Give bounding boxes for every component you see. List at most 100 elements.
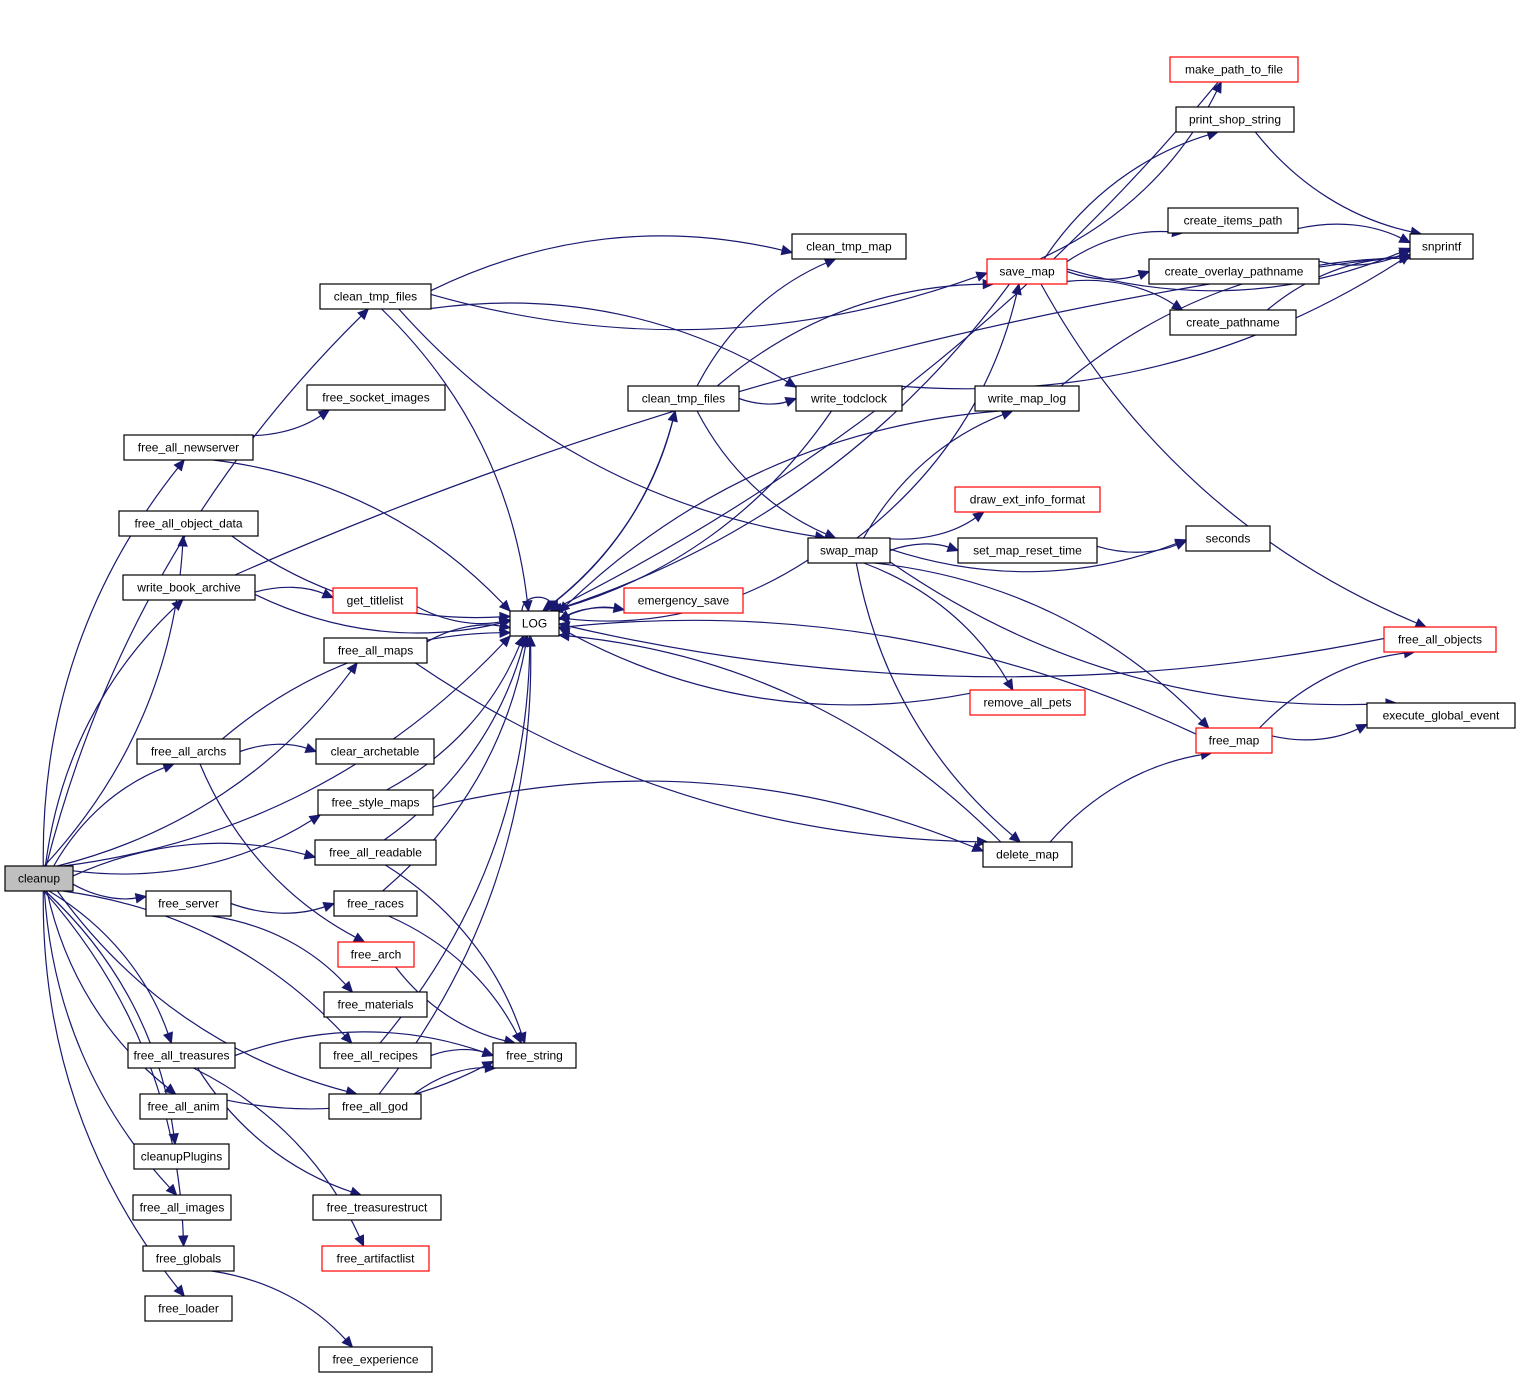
node-free-all-treasures[interactable]: free_all_treasures [127,1042,236,1069]
node-box[interactable] [795,385,903,412]
node-free-all-anim[interactable]: free_all_anim [139,1093,228,1120]
node-free-all-readable[interactable]: free_all_readable [314,839,437,866]
node-free-treasurestruct[interactable]: free_treasurestruct [312,1194,442,1221]
node-box[interactable] [332,587,418,614]
node-free-arch[interactable]: free_arch [337,941,415,968]
node-free-socket-images[interactable]: free_socket_images [306,384,446,411]
node-box[interactable] [1383,626,1497,653]
node-box[interactable] [318,1346,433,1373]
node-free-all-archs[interactable]: free_all_archs [136,738,241,765]
node-draw-ext-info-format[interactable]: draw_ext_info_format [954,486,1101,513]
node-box[interactable] [144,1295,233,1322]
node-box[interactable] [1409,233,1474,260]
node-execute-global-event[interactable]: execute_global_event [1366,702,1516,729]
node-box[interactable] [306,384,446,411]
node-box[interactable] [807,537,891,564]
node-box[interactable] [954,486,1101,513]
node-box[interactable] [315,738,435,765]
node-box[interactable] [145,890,232,917]
node-box[interactable] [314,839,437,866]
node-box[interactable] [4,865,74,892]
node-box[interactable] [319,1042,432,1069]
node-snprintf[interactable]: snprintf [1409,233,1474,260]
node-box[interactable] [982,841,1073,868]
node-free-globals[interactable]: free_globals [142,1245,235,1272]
node-free-style-maps[interactable]: free_style_maps [317,789,434,816]
node-box[interactable] [333,890,418,917]
node-box[interactable] [312,1194,442,1221]
node-free-all-newserver[interactable]: free_all_newserver [123,434,254,461]
node-create-overlay-pathname[interactable]: create_overlay_pathname [1148,258,1320,285]
node-box[interactable] [791,233,907,260]
node-box[interactable] [133,1143,230,1170]
node-cleanup[interactable]: cleanup [4,865,74,892]
node-free-string[interactable]: free_string [492,1042,577,1069]
node-box[interactable] [118,510,259,537]
node-box[interactable] [957,537,1098,564]
node-box[interactable] [623,587,744,614]
node-box[interactable] [1366,702,1516,729]
node-swap-map[interactable]: swap_map [807,537,891,564]
node-emergency-save[interactable]: emergency_save [623,587,744,614]
node-box[interactable] [1148,258,1320,285]
node-seconds[interactable]: seconds [1185,525,1271,552]
node-box[interactable] [317,789,434,816]
node-write-map-log[interactable]: write_map_log [974,385,1080,412]
node-clean-tmp-files-b[interactable]: clean_tmp_files [627,385,740,412]
node-box[interactable] [492,1042,577,1069]
node-box[interactable] [323,637,428,664]
node-cleanupPlugins[interactable]: cleanupPlugins [133,1143,230,1170]
node-clear-archetable[interactable]: clear_archetable [315,738,435,765]
node-box[interactable] [139,1093,228,1120]
node-box[interactable] [323,991,428,1018]
node-create-pathname[interactable]: create_pathname [1169,309,1297,336]
node-box[interactable] [1185,525,1271,552]
node-box[interactable] [1195,727,1273,754]
node-save-map[interactable]: save_map [986,258,1068,285]
node-LOG[interactable]: LOG [509,610,560,637]
node-delete-map[interactable]: delete_map [982,841,1073,868]
node-free-all-images[interactable]: free_all_images [132,1194,232,1221]
node-get-titlelist[interactable]: get_titlelist [332,587,418,614]
node-free-all-god[interactable]: free_all_god [328,1093,422,1120]
node-free-loader[interactable]: free_loader [144,1295,233,1322]
node-create-items-path[interactable]: create_items_path [1167,207,1299,234]
node-free-materials[interactable]: free_materials [323,991,428,1018]
node-box[interactable] [969,689,1086,716]
node-box[interactable] [1175,106,1295,133]
node-make-path-to-file[interactable]: make_path_to_file [1169,56,1299,83]
node-box[interactable] [319,283,432,310]
node-free-all-maps[interactable]: free_all_maps [323,637,428,664]
node-remove-all-pets[interactable]: remove_all_pets [969,689,1086,716]
node-write-book-archive[interactable]: write_book_archive [122,574,256,601]
node-set-map-reset-time[interactable]: set_map_reset_time [957,537,1098,564]
node-clean-tmp-map[interactable]: clean_tmp_map [791,233,907,260]
node-box[interactable] [337,941,415,968]
node-free-races[interactable]: free_races [333,890,418,917]
node-free-server[interactable]: free_server [145,890,232,917]
node-box[interactable] [127,1042,236,1069]
node-free-all-object-data[interactable]: free_all_object_data [118,510,259,537]
node-box[interactable] [136,738,241,765]
node-box[interactable] [509,610,560,637]
node-free-artifactlist[interactable]: free_artifactlist [321,1245,430,1272]
node-box[interactable] [974,385,1080,412]
node-box[interactable] [142,1245,235,1272]
node-box[interactable] [1169,309,1297,336]
node-box[interactable] [1169,56,1299,83]
node-write-todclock[interactable]: write_todclock [795,385,903,412]
node-box[interactable] [1167,207,1299,234]
node-box[interactable] [328,1093,422,1120]
node-clean-tmp-files-a[interactable]: clean_tmp_files [319,283,432,310]
node-box[interactable] [123,434,254,461]
node-free-experience[interactable]: free_experience [318,1346,433,1373]
node-free-all-objects[interactable]: free_all_objects [1383,626,1497,653]
node-box[interactable] [627,385,740,412]
node-box[interactable] [986,258,1068,285]
node-print-shop-string[interactable]: print_shop_string [1175,106,1295,133]
node-box[interactable] [132,1194,232,1221]
node-free-all-recipes[interactable]: free_all_recipes [319,1042,432,1069]
node-box[interactable] [122,574,256,601]
node-free-map[interactable]: free_map [1195,727,1273,754]
node-box[interactable] [321,1245,430,1272]
